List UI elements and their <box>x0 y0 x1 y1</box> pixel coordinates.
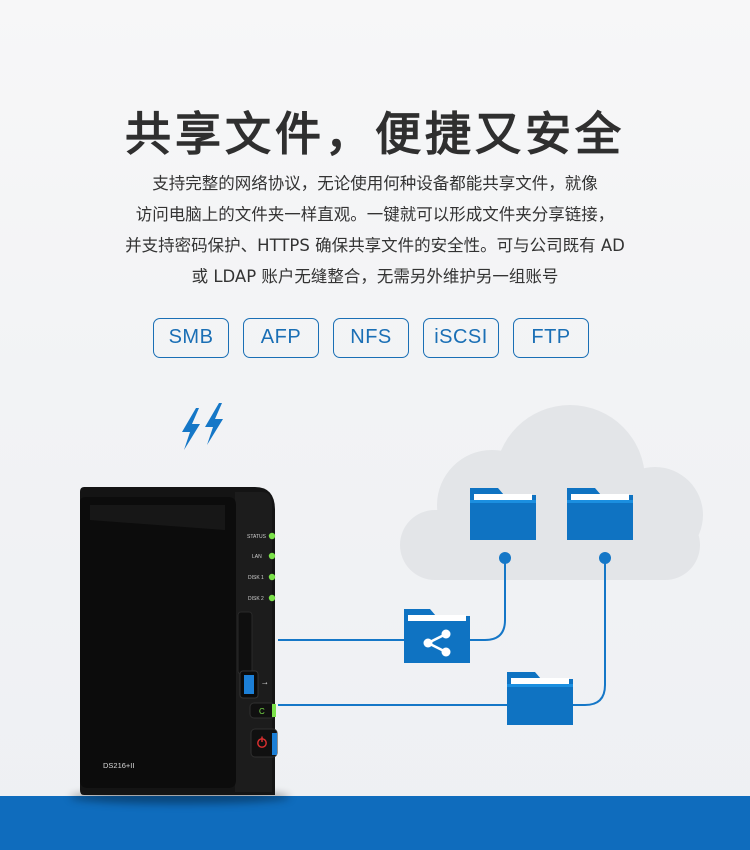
led-label-lan: LAN <box>252 554 262 560</box>
connection-lines <box>278 558 606 706</box>
protocol-badge-afp: AFP <box>243 318 319 358</box>
description-line: 访问电脑上的文件夹一样直观。一键就可以形成文件夹分享链接， <box>135 205 615 224</box>
protocol-badge-nfs: NFS <box>333 318 409 358</box>
description: 支持完整的网络协议，无论使用何种设备都能共享文件，就像 访问电脑上的文件夹一样直… <box>95 168 655 292</box>
led-label-disk2: DISK 2 <box>248 596 264 602</box>
folder-icon <box>507 672 573 725</box>
folder-icon <box>567 488 633 540</box>
description-line: 支持完整的网络协议，无论使用何种设备都能共享文件，就像 <box>152 174 598 193</box>
lightning-icon <box>182 403 223 450</box>
bottom-band <box>0 796 750 850</box>
svg-text:⭢: ⭢ <box>262 679 268 687</box>
connection-node <box>599 552 611 564</box>
protocol-list: SMB AFP NFS iSCSI FTP <box>153 318 589 358</box>
copy-button-icon: C <box>249 702 276 719</box>
description-line: 或 LDAP 账户无缝整合，无需另外维护另一组账号 <box>191 267 559 286</box>
folder-icon <box>470 488 536 540</box>
status-leds: STATUS LAN DISK 1 DISK 2 <box>247 532 276 602</box>
protocol-badge-iscsi: iSCSI <box>423 318 499 358</box>
page-title: 共享文件，便捷又安全 <box>125 107 625 161</box>
led-label-status: STATUS <box>247 534 267 540</box>
usb-port-icon: ⭢ <box>239 670 268 699</box>
device-model-label: DS216+II <box>103 761 134 770</box>
led-label-disk1: DISK 1 <box>248 575 264 581</box>
connection-node <box>499 552 511 564</box>
share-folder-icon <box>404 609 470 663</box>
description-line: 并支持密码保护、HTTPS 确保共享文件的安全性。可与公司既有 AD <box>125 236 625 255</box>
cloud-icon <box>400 405 703 580</box>
power-button-icon <box>250 728 278 758</box>
nas-device <box>80 487 275 795</box>
copy-button-label: C <box>259 707 265 716</box>
protocol-badge-ftp: FTP <box>513 318 589 358</box>
protocol-badge-smb: SMB <box>153 318 229 358</box>
